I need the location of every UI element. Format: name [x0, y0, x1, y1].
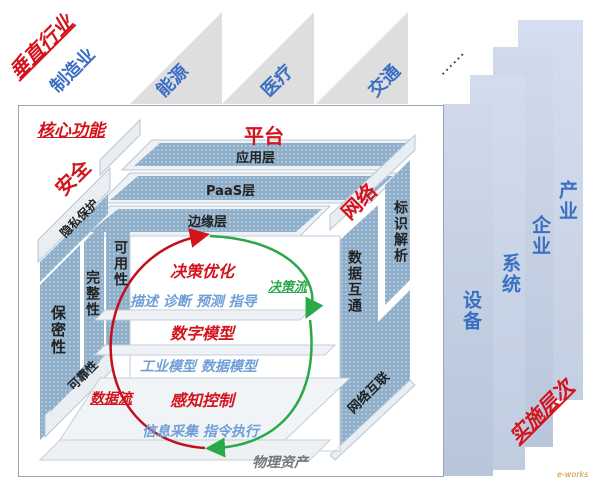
security-availability: 可用性	[112, 240, 128, 288]
platform-title: 平台	[244, 124, 284, 148]
industry-tab-bg-2	[222, 12, 314, 104]
physical-assets: 物理资产	[252, 455, 308, 471]
level-label-industry: 产业	[556, 180, 578, 222]
digital-model: 数字模型	[170, 324, 235, 343]
perception-subitems: 信息采集 指令执行	[142, 424, 259, 440]
level-label-system: 系统	[499, 253, 521, 295]
decision-flow-label: 决策流	[268, 280, 308, 295]
platform-layer-edge: 边缘层	[188, 215, 228, 230]
level-label-device: 设备	[460, 290, 482, 332]
level-label-enterprise: 企业	[529, 215, 551, 257]
data-flow-label: 数据流	[90, 391, 132, 407]
decision-subitems: 描述 诊断 预测 指导	[130, 294, 257, 310]
decision-optimization: 决策优化	[170, 262, 235, 281]
security-integrity: 完整性	[84, 270, 100, 318]
model-subitems: 工业模型 数据模型	[140, 359, 257, 375]
security-confidentiality: 保密性	[49, 305, 67, 356]
perception-control: 感知控制	[170, 391, 235, 410]
industry-tab-bg-3	[316, 12, 408, 104]
core-functions-title: 核心功能	[37, 121, 105, 141]
network-identifier-resolution: 标识解析	[392, 200, 408, 264]
platform-layer-application: 应用层	[236, 151, 276, 166]
level-column-device	[443, 104, 493, 476]
platform-layer-paas: PaaS层	[206, 184, 256, 199]
industry-tab-bg-1	[130, 12, 222, 104]
network-data-interoperability: 数据互通	[346, 250, 362, 314]
watermark-logo: e-works	[557, 470, 589, 479]
